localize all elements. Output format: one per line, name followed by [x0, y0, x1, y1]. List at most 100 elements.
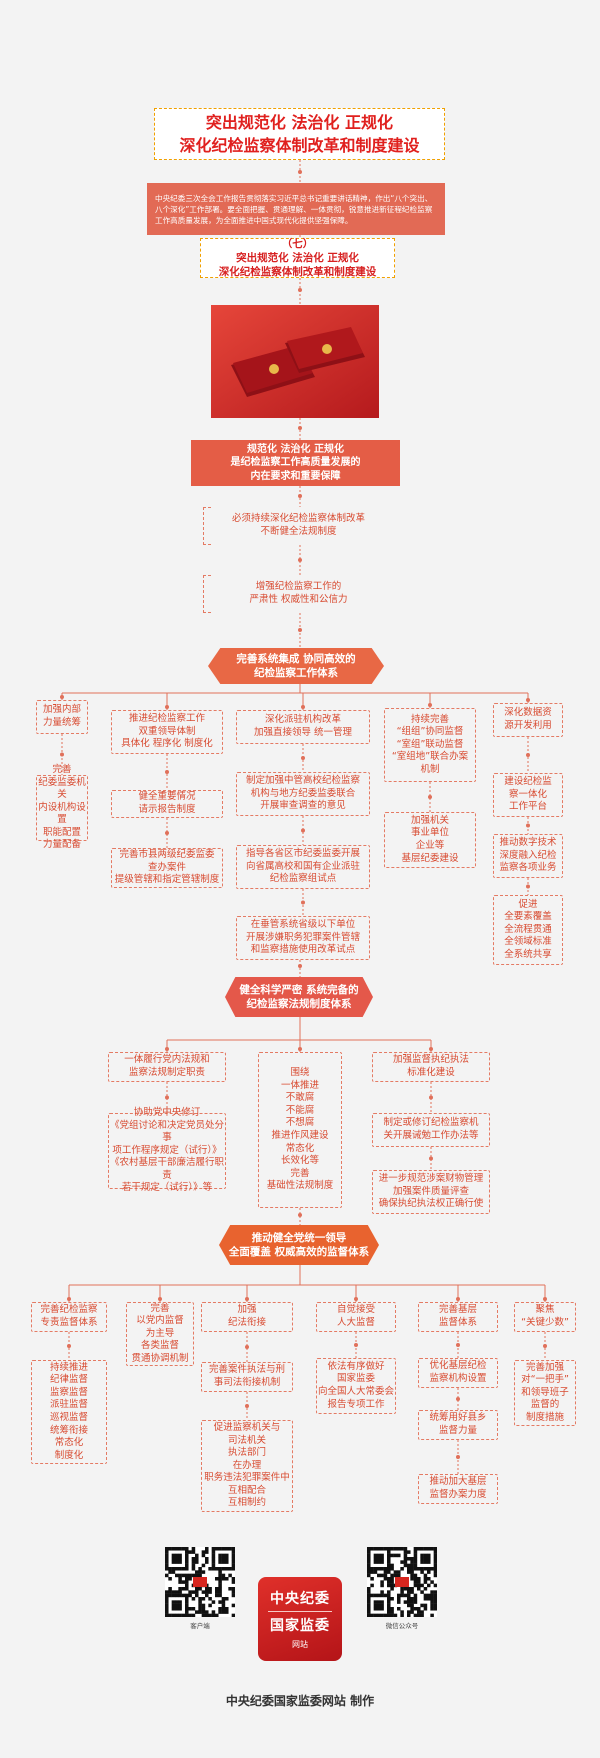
qr-module — [218, 1590, 222, 1594]
qr-module — [370, 1613, 374, 1618]
qr-module — [188, 1577, 192, 1581]
connector-dot — [165, 770, 169, 774]
qr-module — [178, 1587, 182, 1591]
qr-module — [390, 1573, 394, 1578]
qr-module — [181, 1567, 186, 1571]
qr-module — [407, 1613, 411, 1618]
part2-col3-item1: 制定或修订纪检监察机 关开展诫勉工作办法等 — [372, 1113, 490, 1147]
qr-module — [198, 1587, 202, 1591]
qr-module — [205, 1547, 209, 1551]
connector-dot — [298, 288, 302, 292]
qr-module — [225, 1547, 229, 1551]
bracket-2: 增强纪检监察工作的 严肃性 权威性和公信力 — [203, 575, 393, 613]
qr-module — [185, 1613, 189, 1618]
qr-module — [221, 1553, 226, 1558]
qr-module — [198, 1603, 202, 1608]
logo-line3: 网站 — [292, 1640, 308, 1649]
qr-module — [373, 1607, 378, 1611]
qr-module — [387, 1550, 391, 1554]
qr-module — [407, 1587, 411, 1591]
qr-module — [185, 1567, 189, 1571]
connector-dot — [429, 1156, 433, 1161]
qr-module — [208, 1590, 212, 1594]
qr-module — [185, 1553, 189, 1558]
qr-module — [198, 1607, 202, 1611]
qr-module — [387, 1570, 391, 1574]
qr-module — [387, 1547, 391, 1551]
qr-module — [383, 1567, 388, 1571]
qr-module — [423, 1593, 428, 1598]
qr-module — [387, 1560, 391, 1564]
qr-module — [231, 1553, 236, 1558]
qr-module — [430, 1590, 434, 1594]
qr-module — [221, 1600, 226, 1604]
qr-module — [373, 1613, 378, 1618]
qr-module — [218, 1553, 222, 1558]
qr-module — [380, 1557, 384, 1561]
qr-module — [407, 1603, 411, 1608]
qr-module — [423, 1577, 428, 1581]
qr-module — [168, 1590, 172, 1594]
qr-module — [430, 1613, 434, 1618]
part3-header: 推动健全党统一领导 全面覆盖 权威高效的监督体系 — [219, 1225, 379, 1265]
qr-module — [168, 1570, 172, 1574]
qr-module — [231, 1580, 236, 1584]
qr-module — [211, 1610, 216, 1614]
qr-module — [423, 1603, 428, 1608]
part1-col2-item2: 完善市县两级纪委监委 查办案件 提级管辖和指定管辖制度 — [111, 848, 223, 888]
qr-module — [215, 1613, 219, 1618]
qr-module — [208, 1603, 212, 1608]
logo-line1: 中央纪委 — [270, 1591, 330, 1607]
qr-module — [417, 1547, 421, 1551]
qr-module — [175, 1593, 179, 1598]
qr-module — [373, 1557, 378, 1561]
connector-dot — [526, 823, 530, 828]
connector-dot — [301, 828, 305, 833]
part3-col5-item2: 统筹用好县乡 监督力量 — [418, 1410, 498, 1440]
qr-module — [218, 1587, 222, 1591]
qr-module — [201, 1550, 206, 1554]
qr-module — [211, 1563, 216, 1568]
qr-module — [373, 1593, 378, 1598]
qr-module — [390, 1563, 394, 1568]
qr-module — [420, 1603, 424, 1608]
connector-dot — [301, 900, 305, 905]
qr-module — [427, 1577, 431, 1581]
qr-module — [178, 1593, 182, 1598]
qr-module — [215, 1590, 219, 1594]
qr-module — [201, 1613, 206, 1618]
part1-col4-item1: 加强机关 事业单位 企业等 基层纪委建设 — [384, 812, 476, 868]
qr-module — [377, 1567, 381, 1571]
qr-module — [165, 1573, 169, 1578]
logo-divider — [268, 1611, 332, 1612]
qr-module — [413, 1553, 418, 1558]
qr-module — [175, 1547, 179, 1551]
connector-dot — [165, 831, 169, 835]
qr-module — [367, 1553, 371, 1558]
footer-credit: 中央纪委国家监委网站 制作 — [225, 1694, 375, 1708]
qr-module — [397, 1547, 401, 1551]
qr-module — [185, 1600, 189, 1604]
qr-module — [221, 1607, 226, 1611]
qr-module — [195, 1573, 199, 1578]
qr-module — [215, 1547, 219, 1551]
qr-module — [410, 1590, 414, 1594]
qr-module — [201, 1610, 206, 1614]
qr-module — [423, 1567, 428, 1571]
qr-module — [218, 1607, 222, 1611]
qr-module — [410, 1570, 414, 1574]
qr-module — [188, 1550, 192, 1554]
qr-module — [205, 1613, 209, 1618]
connector-dot — [245, 1404, 249, 1408]
qr-module — [215, 1593, 219, 1598]
connector-dot — [429, 1095, 433, 1100]
qr-module — [380, 1607, 384, 1611]
qr-module — [367, 1547, 371, 1551]
qr-module — [165, 1613, 169, 1618]
qr-module — [367, 1587, 371, 1591]
qr-module — [181, 1613, 186, 1618]
connector-dot — [165, 1047, 169, 1051]
qr-module — [367, 1613, 371, 1618]
qr-module — [410, 1587, 414, 1591]
qr-module — [377, 1607, 381, 1611]
